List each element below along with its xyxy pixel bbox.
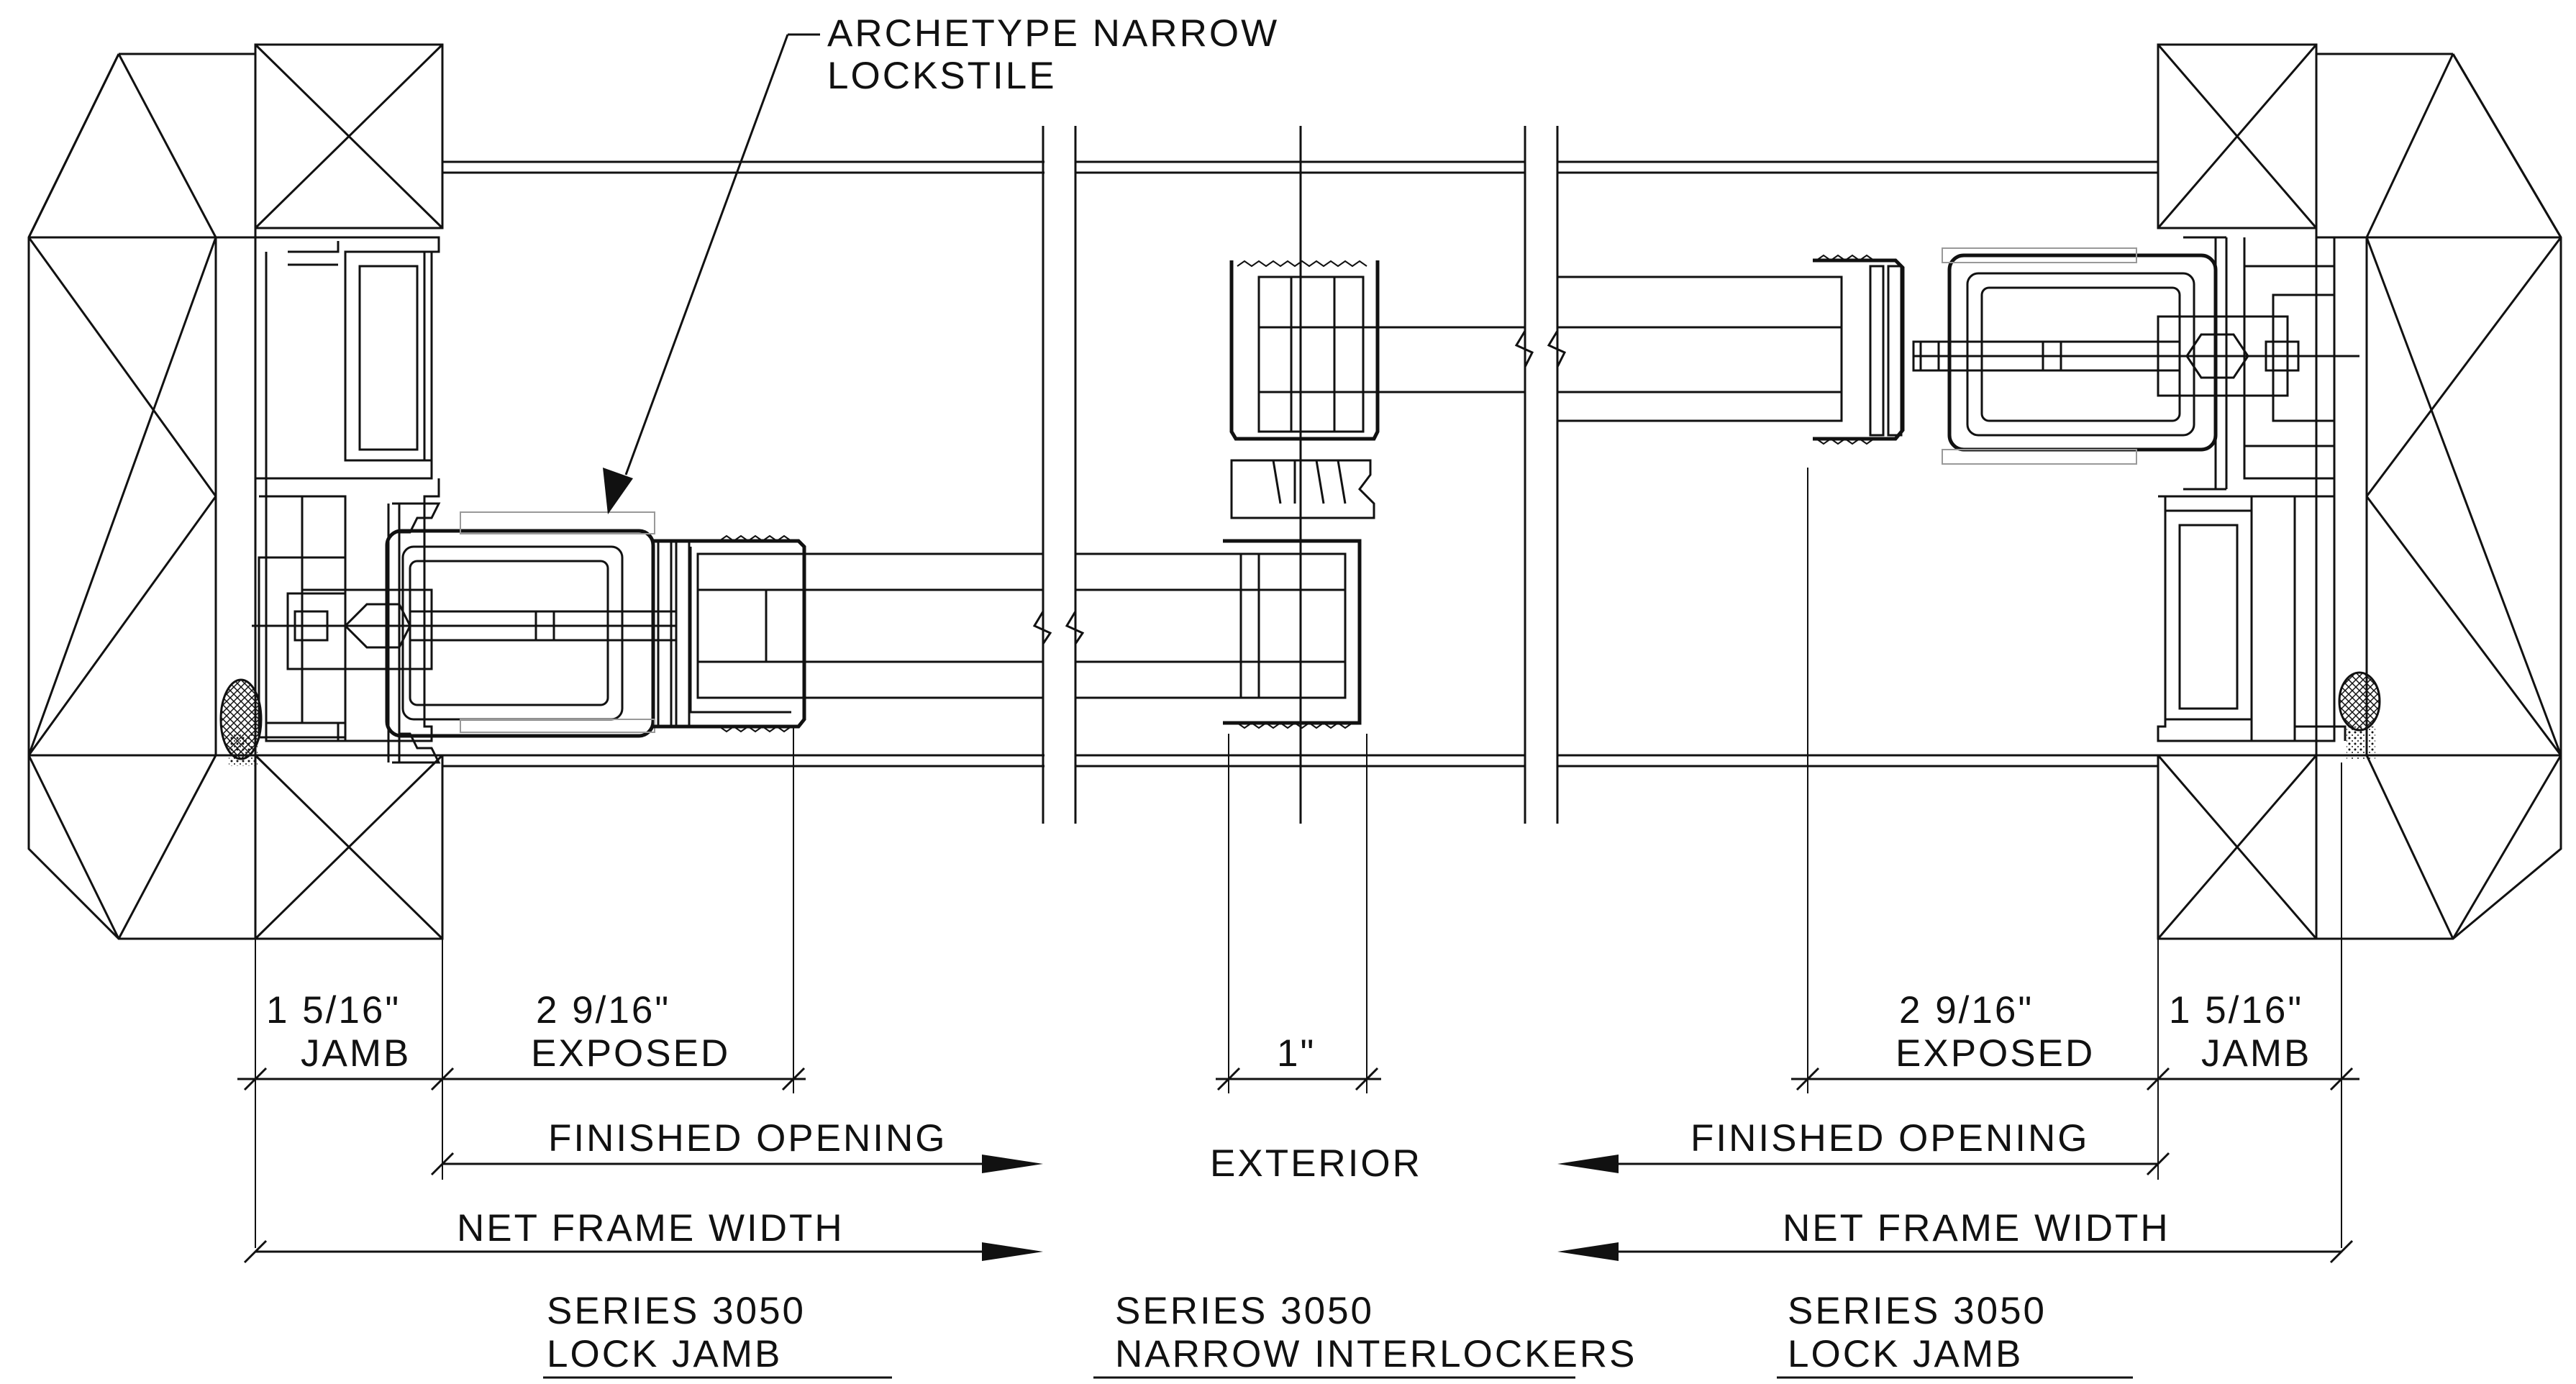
right-exposed-label: EXPOSED [1895, 1032, 2095, 1075]
left-finished-opening-label: FINISHED OPENING [548, 1117, 947, 1160]
callout-line2: LOCKSTILE [827, 55, 1057, 97]
left-exposed-label: EXPOSED [531, 1032, 730, 1075]
net-frame-width-row [243, 1239, 2354, 1264]
left-series-title: SERIES 3050 [547, 1290, 806, 1332]
center-interlocker [1223, 260, 1567, 729]
center-series-subtitle: NARROW INTERLOCKERS [1115, 1333, 1637, 1375]
interlock-dimension: 1" [1277, 1032, 1316, 1075]
left-wall [27, 53, 257, 940]
right-exposed-dimension: 2 9/16" [1899, 989, 2034, 1032]
right-sash [1556, 254, 1905, 445]
dimension-extension-lines [255, 468, 2342, 1248]
left-jamb-label: JAMB [301, 1032, 411, 1075]
right-wall [2315, 53, 2562, 940]
left-net-frame-width-label: NET FRAME WIDTH [457, 1207, 845, 1249]
left-jamb-dimension: 1 5/16" [266, 989, 401, 1032]
left-exposed-dimension: 2 9/16" [536, 989, 670, 1032]
right-lockstile [1912, 236, 2359, 491]
callout-leader [603, 33, 820, 514]
right-net-frame-width-label: NET FRAME WIDTH [1783, 1207, 2170, 1249]
right-jamb-label: JAMB [2201, 1032, 2311, 1075]
left-stud [254, 43, 444, 940]
left-lockstile [252, 502, 678, 764]
right-finished-opening-label: FINISHED OPENING [1690, 1117, 2090, 1160]
center-series-title: SERIES 3050 [1115, 1290, 1374, 1332]
right-jamb-extrusion [2157, 237, 2347, 742]
callout-line1: ARCHETYPE NARROW [827, 12, 1279, 55]
exposed-dimension-row [237, 1067, 2359, 1091]
right-series-title: SERIES 3050 [1788, 1290, 2047, 1332]
right-weatherstrip [2338, 671, 2381, 759]
right-series-subtitle: LOCK JAMB [1788, 1333, 2023, 1375]
right-jamb-dimension: 1 5/16" [2169, 989, 2303, 1032]
left-sash [653, 534, 1259, 733]
left-jamb-extrusion [255, 236, 440, 742]
left-weatherstrip [219, 678, 263, 766]
exterior-label: EXTERIOR [1210, 1142, 1422, 1185]
finished-opening-row [430, 1152, 2170, 1176]
left-series-subtitle: LOCK JAMB [547, 1333, 782, 1375]
right-stud [2157, 43, 2318, 940]
break-lines [1042, 126, 1559, 824]
